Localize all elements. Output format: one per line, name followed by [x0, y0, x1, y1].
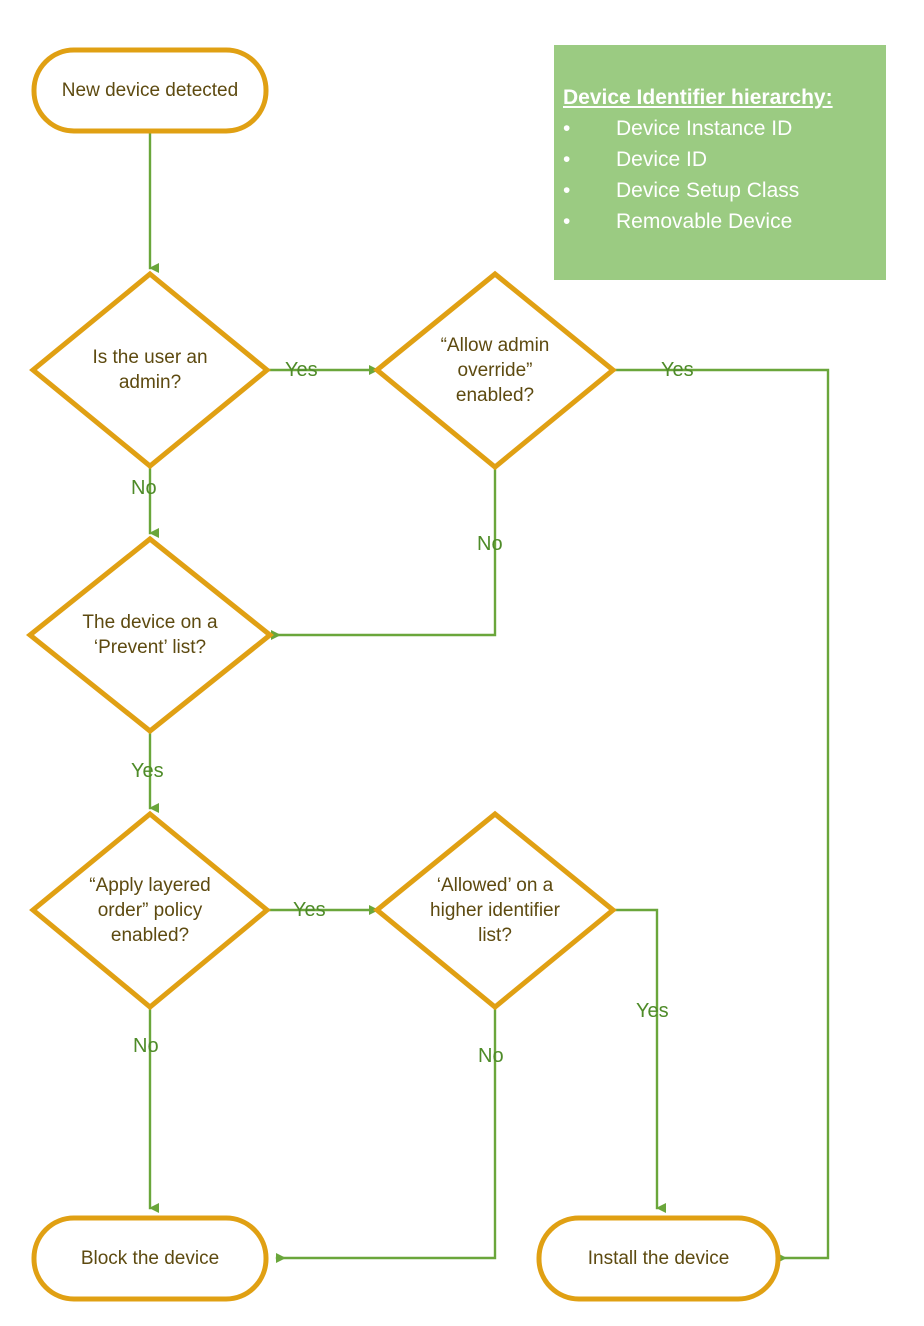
node-shape-higher-list[interactable]	[373, 810, 617, 1011]
bullet-icon: •	[563, 148, 571, 171]
edge-label-is-admin-yes: Yes	[285, 359, 318, 381]
bullet-icon: •	[563, 210, 571, 233]
edge-admin-override-yes	[611, 368, 830, 1263]
legend-item-list: • Device Instance ID • Device ID • Devic…	[554, 113, 886, 237]
bullet-icon: •	[563, 179, 571, 202]
node-shape-start[interactable]	[31, 47, 269, 134]
edge-label-higher-list-no: No	[478, 1045, 504, 1067]
node-shape-admin-override[interactable]	[373, 270, 617, 471]
edge-label-admin-override-no: No	[477, 533, 503, 555]
edge-higher-list-yes	[611, 908, 666, 1213]
edge-admin-override-no	[270, 465, 497, 640]
edge-label-prevent-list-yes: Yes	[131, 760, 164, 782]
legend-device-identifier-hierarchy: Device Identifier hierarchy: • Device In…	[554, 45, 886, 280]
legend-item: • Removable Device	[554, 206, 886, 237]
legend-item: • Device Setup Class	[554, 175, 886, 206]
edge-label-layered-order-yes: Yes	[293, 899, 326, 921]
node-shape-layered-order[interactable]	[29, 810, 271, 1011]
legend-title: Device Identifier hierarchy:	[563, 86, 833, 109]
node-shape-is-admin[interactable]	[29, 270, 271, 470]
edge-label-higher-list-yes: Yes	[636, 1000, 669, 1022]
legend-item-label: Removable Device	[616, 210, 793, 233]
edge-label-layered-order-no: No	[133, 1035, 159, 1057]
legend-item-label: Device Instance ID	[616, 117, 793, 140]
node-shape-block[interactable]	[31, 1215, 269, 1302]
node-shape-prevent-list[interactable]	[25, 535, 275, 735]
legend-item: • Device ID	[554, 144, 886, 175]
bullet-icon: •	[563, 117, 571, 140]
legend-item: • Device Instance ID	[554, 113, 886, 144]
edge-label-is-admin-no: No	[131, 477, 157, 499]
legend-item-label: Device Setup Class	[616, 179, 800, 202]
node-shape-install[interactable]	[536, 1215, 781, 1302]
edge-higher-list-no	[275, 1005, 497, 1263]
edge-label-admin-override-yes: Yes	[661, 359, 694, 381]
legend-item-label: Device ID	[616, 148, 708, 171]
